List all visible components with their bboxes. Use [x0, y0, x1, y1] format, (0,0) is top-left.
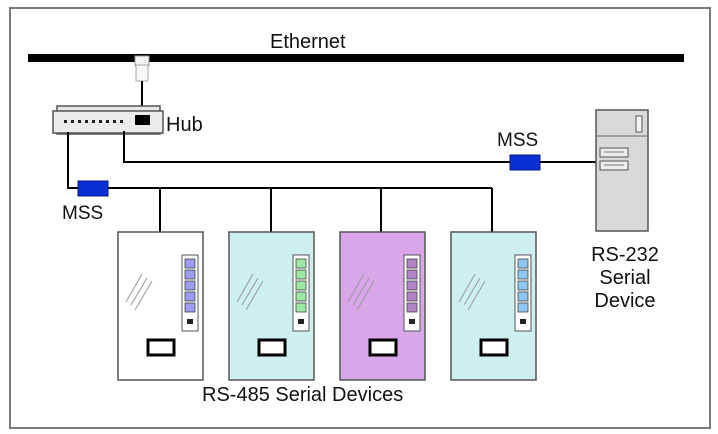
device-selection-button	[517, 302, 529, 313]
device-dispense-tray	[257, 338, 287, 357]
device-coin-slot	[409, 319, 415, 324]
device-selection-button	[406, 302, 418, 313]
device-glass-reflection	[241, 277, 259, 306]
rs485-device-1	[117, 231, 204, 381]
device-glass-reflection	[458, 273, 476, 303]
device-selection-button	[406, 291, 418, 302]
hub-device	[52, 105, 164, 135]
mss-box-left	[77, 180, 109, 197]
device-glass-reflection	[352, 277, 370, 306]
device-dispense-tray	[146, 338, 176, 357]
ethernet-bus	[28, 54, 684, 62]
hub-uplink-cable-end	[135, 64, 149, 82]
device-selection-button	[295, 269, 307, 280]
device-selection-button	[406, 280, 418, 291]
device-glass-reflection	[347, 273, 365, 303]
rs485-device-3	[339, 231, 426, 381]
device-selection-button	[295, 302, 307, 313]
cable-hub-to-mss	[67, 132, 78, 189]
ethernet-label: Ethernet	[270, 31, 346, 53]
device-selection-button	[517, 258, 529, 269]
cable-hub-to-rs232	[123, 131, 510, 163]
device-coin-slot	[187, 319, 193, 324]
device-glass-reflection	[236, 273, 254, 303]
device-selection-button	[406, 258, 418, 269]
rs485-devices	[117, 231, 537, 381]
device-glass-reflection	[245, 280, 264, 311]
hub-port	[135, 115, 150, 125]
device-glass-reflection	[134, 280, 153, 311]
rs485-label: RS-485 Serial Devices	[202, 384, 404, 406]
device-glass-reflection	[463, 277, 481, 306]
device-selection-button	[406, 269, 418, 280]
rs485-device-4	[450, 231, 537, 381]
device-selection-button	[295, 258, 307, 269]
device-glass-reflection	[130, 277, 148, 306]
device-selection-button	[295, 291, 307, 302]
rs232-label-line3: Device	[594, 290, 656, 312]
device-coin-slot	[520, 319, 526, 324]
device-selection-button	[517, 291, 529, 302]
mss-left-label: MSS	[62, 203, 104, 224]
device-selection-button	[295, 280, 307, 291]
hub-port-leds	[64, 120, 123, 123]
rs485-device-2	[228, 231, 315, 381]
device-selection-button	[184, 291, 196, 302]
device-coin-slot	[298, 319, 304, 324]
hub-label: Hub	[166, 114, 203, 136]
device-selection-button	[517, 269, 529, 280]
device-dispense-tray	[479, 338, 509, 357]
device-glass-reflection	[467, 280, 486, 311]
rs232-device	[595, 109, 649, 232]
device-selection-button	[517, 280, 529, 291]
device-selection-button	[184, 280, 196, 291]
device-selection-button	[184, 258, 196, 269]
device-glass-reflection	[356, 280, 375, 311]
rs232-label-line2: Serial	[599, 267, 651, 289]
mss-right-label: MSS	[497, 130, 539, 151]
rs232-label-line1: RS-232	[591, 244, 659, 266]
device-selection-button	[184, 302, 196, 313]
device-selection-button	[184, 269, 196, 280]
device-glass-reflection	[125, 273, 143, 303]
device-dispense-tray	[368, 338, 398, 357]
rs232-label: RS-232 Serial Device	[580, 244, 670, 313]
mss-box-right	[509, 154, 541, 171]
diagram-frame	[9, 7, 711, 429]
